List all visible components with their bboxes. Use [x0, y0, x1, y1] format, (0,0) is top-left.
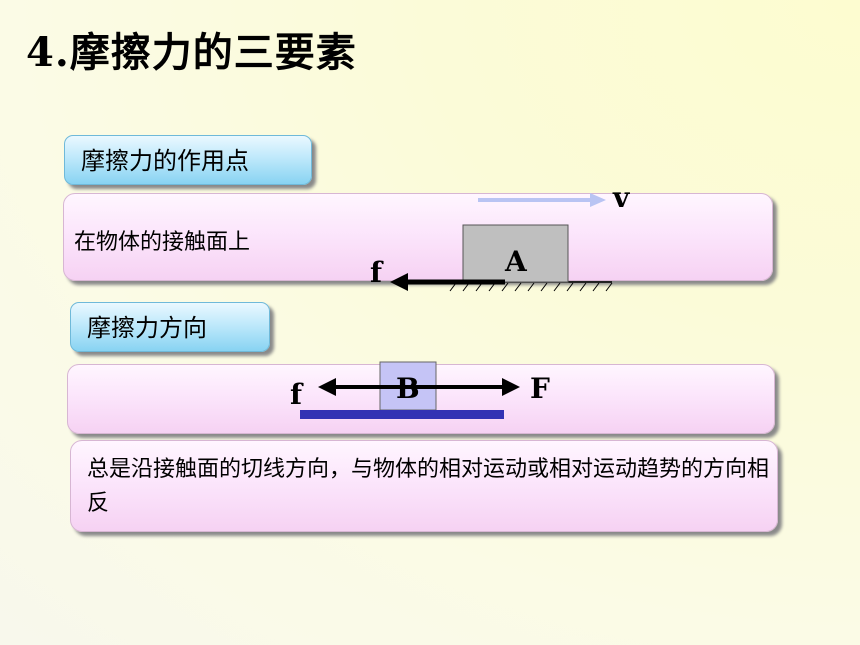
surface-b	[300, 410, 504, 419]
block-a	[462, 224, 569, 283]
slide-title: 4.摩擦力的三要素	[26, 29, 357, 76]
tab-point-of-action-label: 摩擦力的作用点	[81, 147, 249, 175]
tab-friction-direction: 摩擦力方向	[70, 302, 270, 352]
description-panel: 总是沿接触面的切线方向，与物体的相对运动或相对运动趋势的方向相反	[70, 440, 778, 532]
tab-friction-direction-label: 摩擦力方向	[87, 314, 207, 342]
block-a-label: A	[505, 245, 527, 278]
force-label: F	[530, 372, 550, 405]
description-text: 总是沿接触面的切线方向，与物体的相对运动或相对运动趋势的方向相反	[87, 457, 770, 516]
force-arrow-right	[400, 378, 520, 396]
velocity-arrow	[478, 193, 606, 207]
tab-point-of-action: 摩擦力的作用点	[64, 135, 312, 185]
velocity-label: v	[613, 181, 630, 214]
friction-arrow-left	[318, 378, 408, 396]
point-of-action-panel: 在物体的接触面上	[63, 193, 773, 281]
block-b-label: B	[396, 372, 420, 405]
friction-label-a: f	[370, 256, 383, 289]
friction-arrow-a	[390, 273, 505, 291]
friction-label-b: f	[290, 378, 303, 411]
point-of-action-text: 在物体的接触面上	[74, 230, 251, 255]
